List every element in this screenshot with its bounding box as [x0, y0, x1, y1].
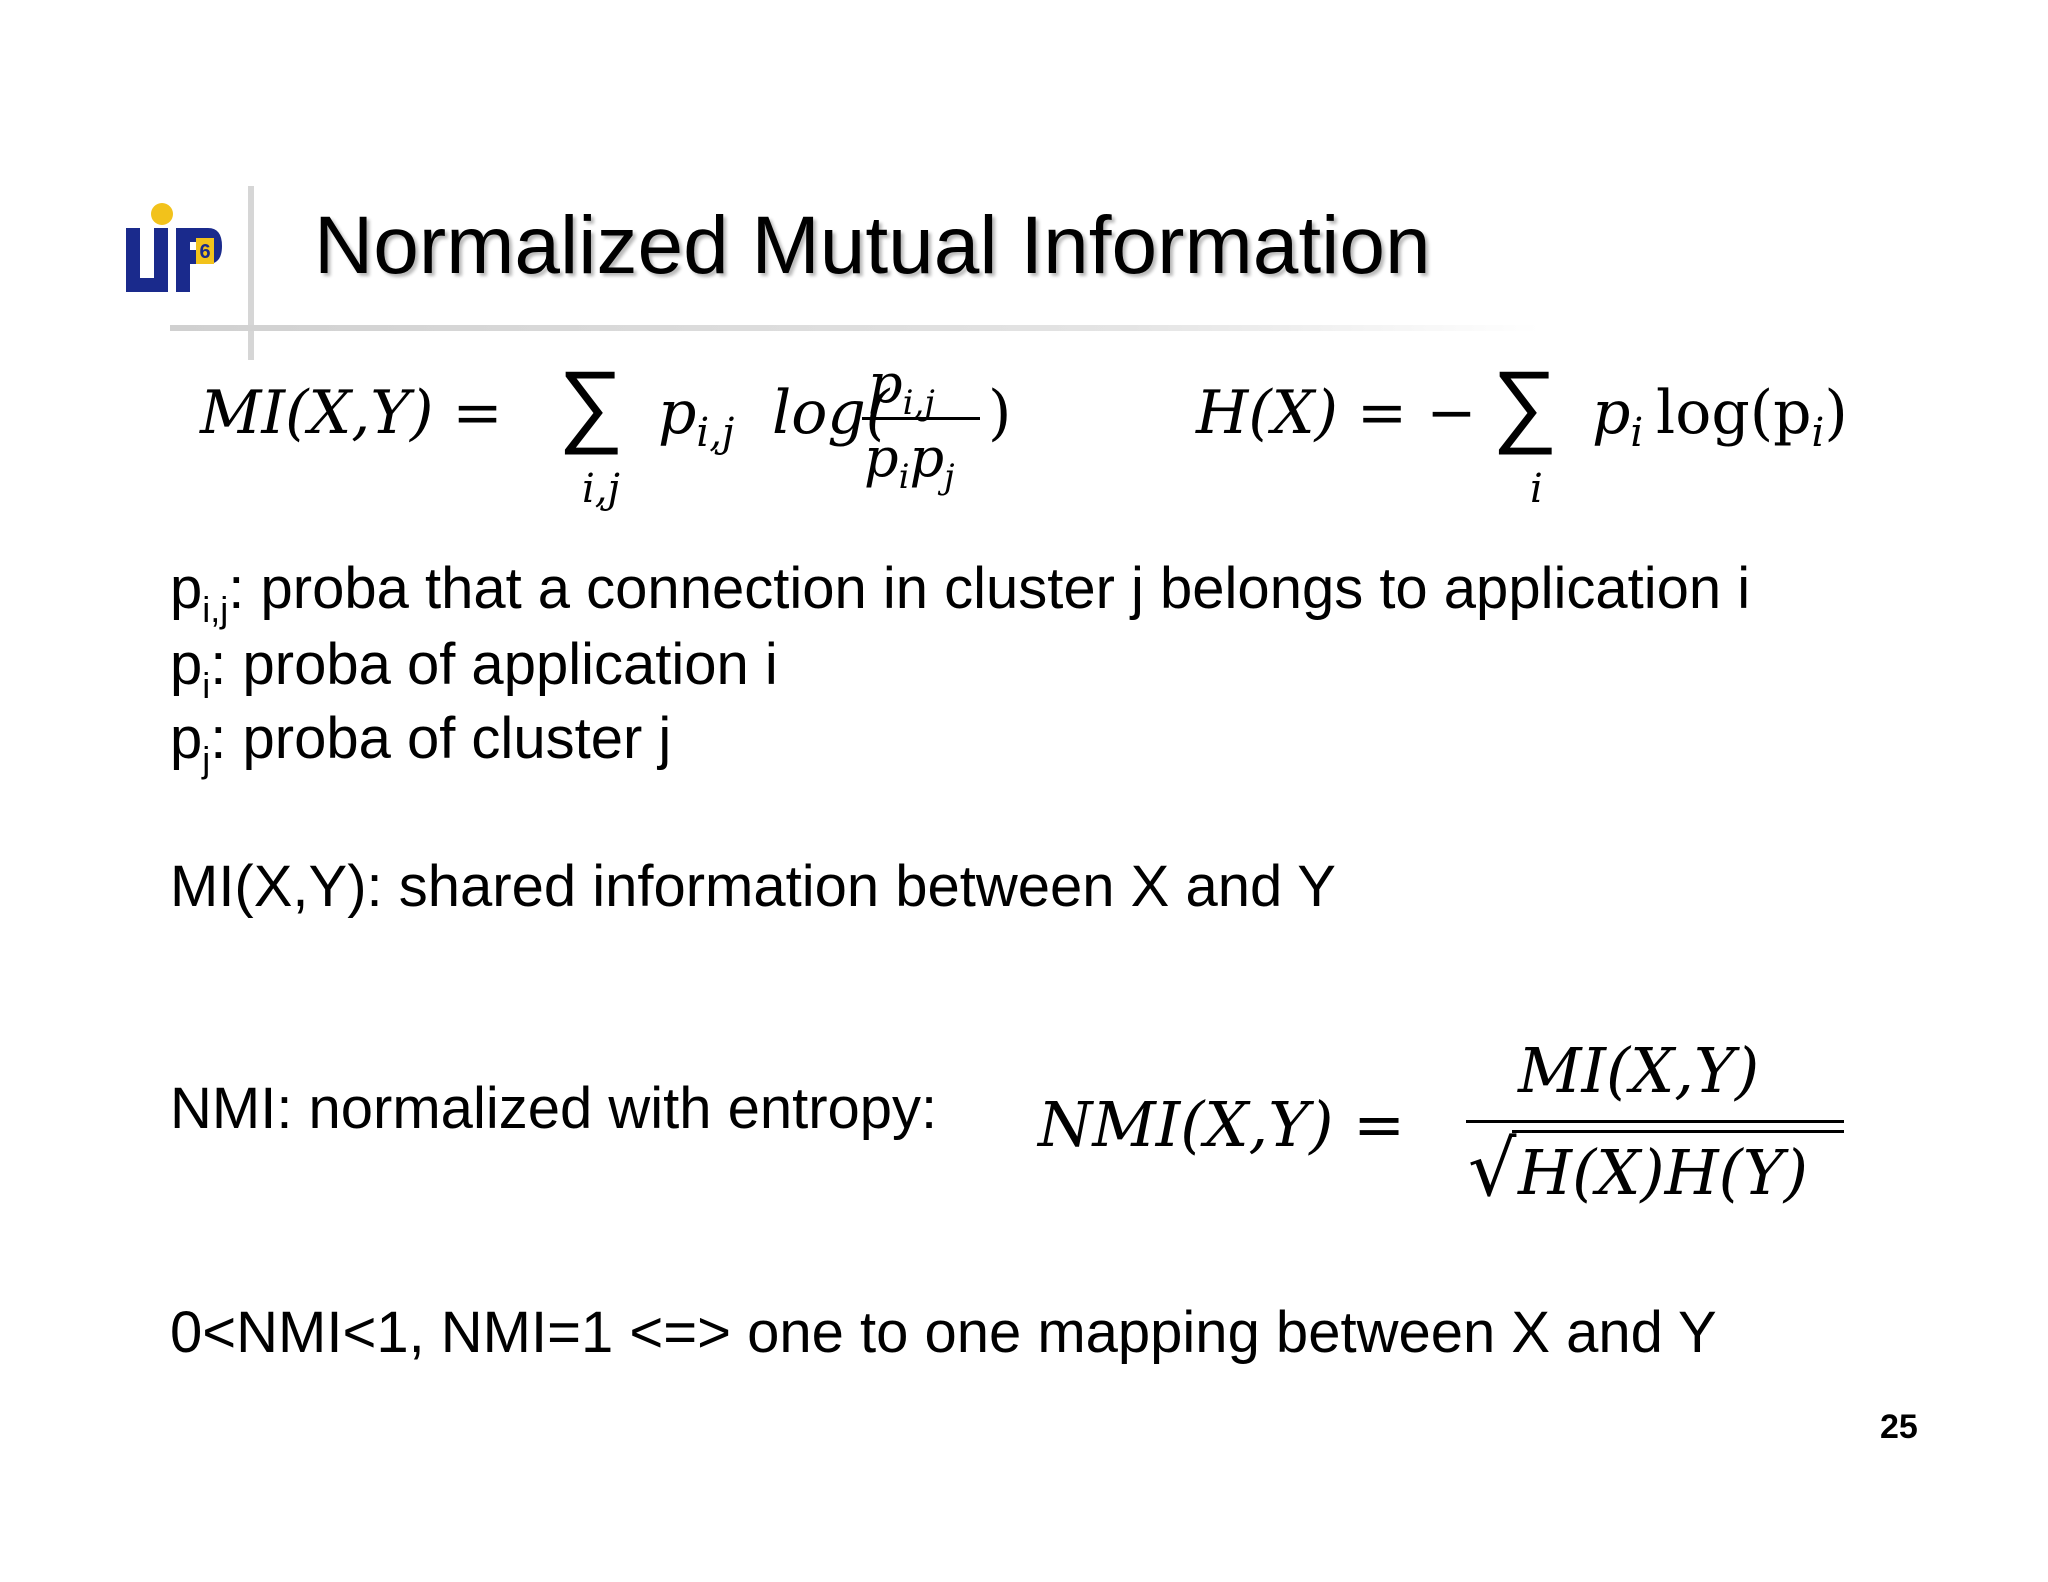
nmi-denominator: H(X)H(Y) [1518, 1136, 1808, 1209]
mi-numerator: pi,j [868, 352, 935, 423]
nmi-range-note: 0<NMI<1, NMI=1 <=> one to one mapping be… [170, 1300, 1717, 1365]
h-term: pi [1592, 378, 1644, 456]
page-number: 25 [1880, 1408, 1918, 1446]
mi-lhs: MI(X,Y) = [200, 378, 503, 448]
title-divider-vertical [248, 186, 254, 360]
entropy-formula: H(X) = − ∑ i pi log(pi) [1196, 350, 1848, 518]
h-sum-index: i [1530, 466, 1543, 512]
mi-denominator: pipj [864, 426, 955, 497]
lip6-logo: 6 [124, 200, 224, 296]
nmi-lhs: NMI(X,Y) = [1038, 1088, 1406, 1161]
definition-pj: pj: proba of cluster j [170, 706, 672, 780]
h-log: log(pi) [1656, 378, 1848, 456]
nmi-formula: NMI(X,Y) = MI(X,Y) √ H(X)H(Y) [1038, 1034, 1858, 1220]
mi-sum-index: i,j [582, 466, 620, 512]
mi-formula: MI(X,Y) = ∑ i,j pi,j log( pi,j pipj ) [200, 350, 1020, 518]
definition-pij: pi,j: proba that a connection in cluster… [170, 556, 1751, 630]
mi-fraction-bar [862, 417, 980, 420]
sum-symbol: ∑ [558, 350, 624, 457]
mi-term: pi,j [658, 378, 735, 456]
definition-pi: pi: proba of application i [170, 632, 778, 706]
h-lhs: H(X) = − [1196, 378, 1477, 448]
nmi-numerator: MI(X,Y) [1518, 1034, 1760, 1107]
nmi-fraction-bar [1466, 1120, 1844, 1123]
mi-log: log( [772, 378, 890, 448]
sqrt-overline [1512, 1130, 1844, 1133]
title-divider-horizontal [170, 325, 1540, 331]
slide-title: Normalized Mutual Information [314, 200, 1431, 291]
svg-text:6: 6 [199, 241, 210, 263]
nmi-description: NMI: normalized with entropy: [170, 1076, 938, 1141]
mi-close-paren: ) [988, 378, 1012, 448]
mi-description: MI(X,Y): shared information between X an… [170, 854, 1336, 919]
sum-symbol: ∑ [1492, 350, 1558, 457]
sqrt-symbol: √ [1468, 1124, 1517, 1213]
